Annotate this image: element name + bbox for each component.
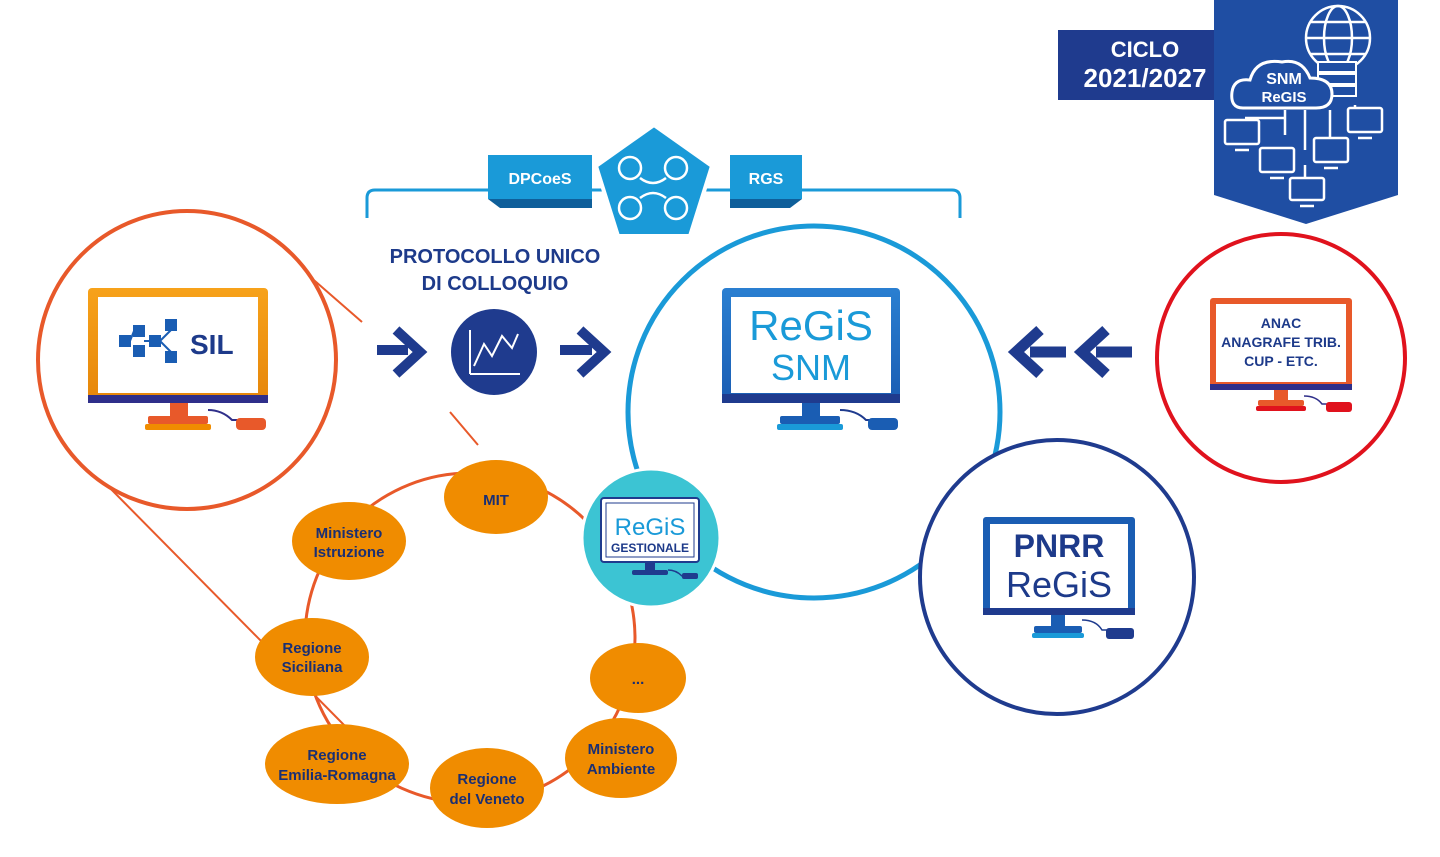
node-veneto-line1: Regione (457, 771, 516, 788)
flowchart-icon (119, 319, 177, 363)
regis-snm-monitor: ReGiS SNM (722, 288, 900, 430)
network-lines (1245, 105, 1357, 178)
node-regione-veneto[interactable]: Regione del Veneto (430, 748, 544, 828)
cycle-badge: CICLO 2021/2027 (1058, 30, 1230, 100)
globe-icon (1304, 4, 1372, 72)
gestionale-brand: ReGiS (615, 514, 686, 541)
handshake-icon (617, 155, 689, 221)
pnrr-label: PNRR (1014, 528, 1105, 564)
external-line2: ANAGRAFE TRIB. (1221, 334, 1341, 350)
node-siciliana-line2: Siciliana (282, 659, 344, 676)
node-istruzione-line2: Istruzione (314, 544, 385, 561)
node-more-label: ... (632, 671, 645, 688)
cycle-label-line1: CICLO (1111, 37, 1179, 62)
node-ministero-istruzione[interactable]: Ministero Istruzione (292, 502, 406, 580)
arrow-left-icon (1073, 325, 1132, 379)
regis-snm-circle (625, 223, 1003, 601)
handshake-badge (594, 123, 714, 238)
node-mit[interactable]: MIT (444, 460, 548, 534)
gestionale-label: GESTIONALE (611, 541, 689, 555)
pnrr-brand: ReGiS (1006, 564, 1112, 605)
node-emilia-line2: Emilia-Romagna (278, 767, 396, 784)
node-regione-siciliana[interactable]: Regione Siciliana (255, 618, 369, 696)
regis-gestionale: ReGiS GESTIONALE (580, 467, 722, 609)
node-veneto-line2: del Veneto (449, 791, 524, 808)
cloud-label-line2: ReGIS (1261, 89, 1306, 106)
protocol-title-line2: DI COLLOQUIO (422, 273, 569, 295)
rgs-tag-shadow (730, 199, 802, 208)
arrow-right-icon (377, 326, 428, 378)
dpcoes-tag (488, 155, 592, 199)
chart-icon (469, 330, 520, 375)
node-siciliana-line1: Regione (282, 640, 341, 657)
node-istruzione-line1: Ministero (316, 525, 383, 542)
regis-snm-brand: ReGiS (749, 302, 873, 349)
cycle-label-line2: 2021/2027 (1084, 63, 1207, 93)
node-more[interactable]: ... (590, 643, 686, 713)
node-ambiente-line1: Ministero (588, 741, 655, 758)
rgs-label: RGS (749, 171, 784, 188)
sil-label: SIL (190, 329, 234, 360)
chart-badge (451, 309, 537, 395)
protocol-title-line1: PROTOCOLLO UNICO (390, 246, 601, 268)
small-monitors (1223, 106, 1384, 208)
sil-monitor: SIL (88, 288, 268, 430)
node-ambiente-line2: Ambiente (587, 761, 655, 778)
header-bracket: DPCoeS RGS (365, 123, 962, 238)
regis-snm-subtitle: SNM (771, 347, 851, 388)
snm-regis-shield: SNM ReGIS (1214, 0, 1398, 224)
arrow-left-icon-2 (1007, 325, 1066, 379)
rgs-tag (730, 155, 802, 199)
node-ministero-ambiente[interactable]: Ministero Ambiente (565, 718, 677, 798)
dpcoes-label: DPCoeS (508, 171, 571, 188)
node-regione-emilia-romagna[interactable]: Regione Emilia-Romagna (265, 724, 409, 804)
cloud-icon: SNM ReGIS (1230, 59, 1334, 110)
cycle-ribbon (1058, 30, 1230, 100)
node-emilia-line1: Regione (307, 747, 366, 764)
external-line1: ANAC (1261, 315, 1301, 331)
external-monitor: ANAC ANAGRAFE TRIB. CUP - ETC. (1210, 298, 1352, 412)
dpcoes-tag-shadow (488, 199, 592, 208)
cloud-label-line1: SNM (1266, 71, 1302, 88)
arrow-right-icon-2 (560, 326, 612, 378)
node-mit-label: MIT (483, 492, 509, 509)
pnrr-monitor: PNRR ReGiS (983, 517, 1135, 639)
external-line3: CUP - ETC. (1244, 353, 1318, 369)
